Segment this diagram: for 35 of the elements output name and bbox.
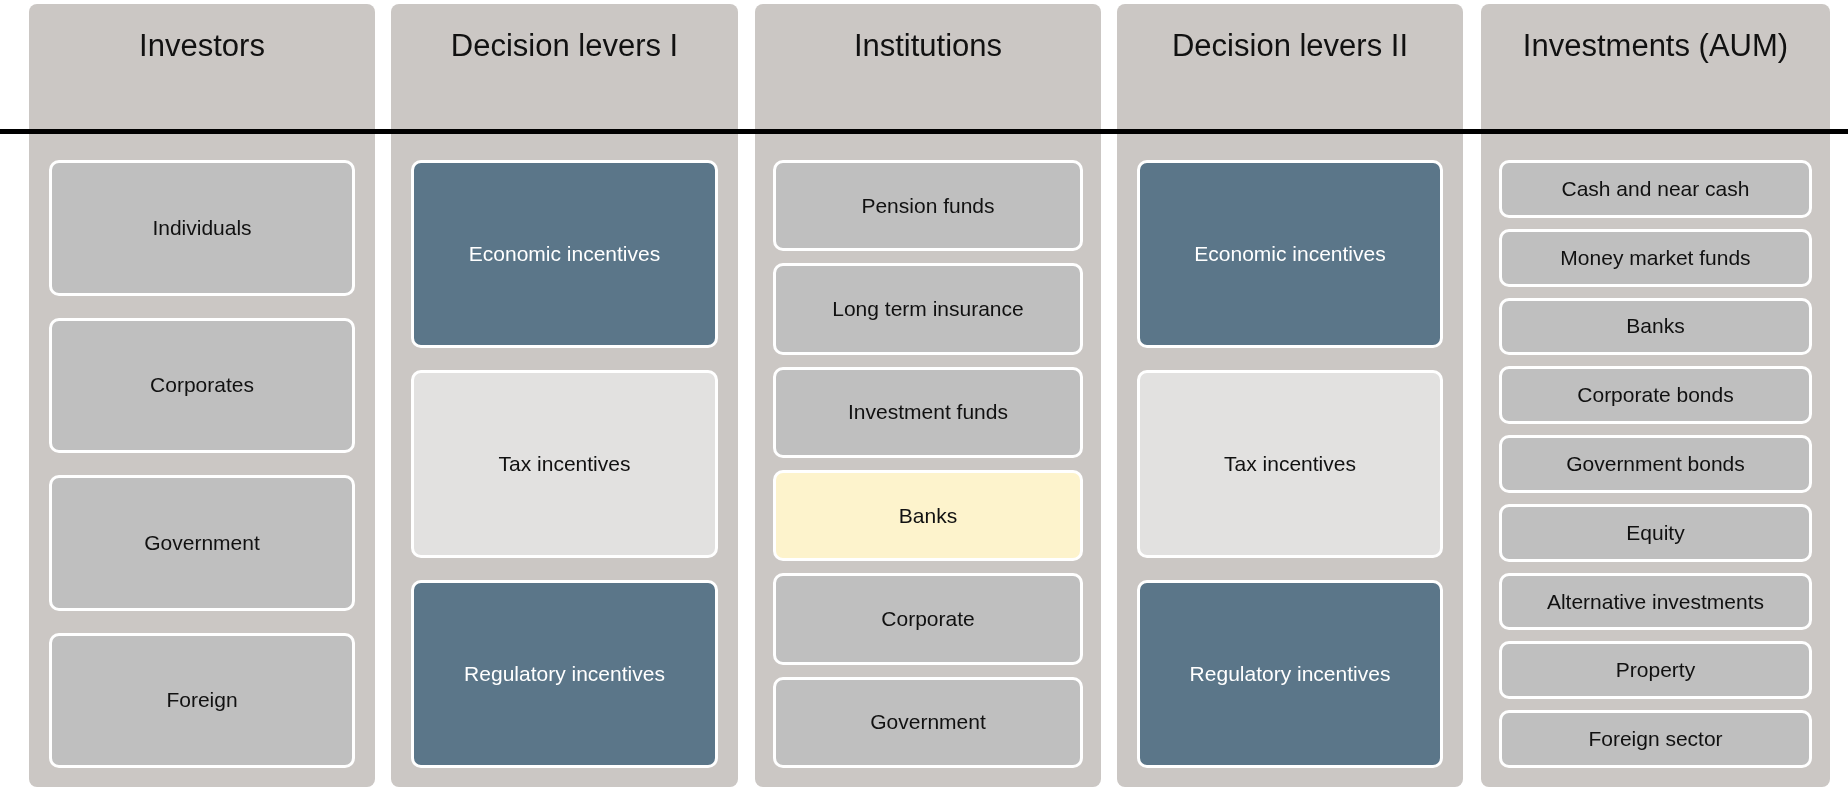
category-box: Equity bbox=[1499, 503, 1812, 562]
category-box: Pension funds bbox=[773, 160, 1083, 252]
category-box: Money market funds bbox=[1499, 228, 1812, 287]
category-box: Banks bbox=[773, 470, 1083, 562]
category-box: Tax incentives bbox=[411, 370, 718, 558]
category-box: Corporate bonds bbox=[1499, 366, 1812, 425]
category-box: Property bbox=[1499, 641, 1812, 700]
category-box: Foreign sector bbox=[1499, 710, 1812, 768]
category-box: Government bbox=[773, 676, 1083, 768]
category-box: Government bonds bbox=[1499, 435, 1812, 493]
column-header: Decision levers I bbox=[449, 27, 680, 65]
category-box: Long term insurance bbox=[773, 263, 1083, 355]
category-box: Economic incentives bbox=[1137, 160, 1443, 348]
column-header: Decision levers II bbox=[1171, 27, 1409, 65]
column-panel bbox=[755, 4, 1101, 787]
category-box: Foreign bbox=[49, 632, 355, 768]
column-header: Institutions bbox=[852, 27, 1004, 65]
category-box: Banks bbox=[1499, 297, 1812, 356]
category-box: Tax incentives bbox=[1137, 370, 1443, 558]
category-box: Corporate bbox=[773, 573, 1083, 665]
category-box: Regulatory incentives bbox=[1137, 580, 1443, 768]
column-panel bbox=[1117, 4, 1463, 787]
category-box: Government bbox=[49, 475, 355, 611]
category-box: Corporates bbox=[49, 317, 355, 453]
column-panel bbox=[391, 4, 738, 787]
column-header: Investors bbox=[138, 27, 266, 65]
category-box: Regulatory incentives bbox=[411, 580, 718, 768]
category-box: Individuals bbox=[49, 160, 355, 296]
category-box: Investment funds bbox=[773, 366, 1083, 458]
column-header: Investments (AUM) bbox=[1521, 27, 1790, 65]
column-panel bbox=[1481, 4, 1830, 787]
category-box: Cash and near cash bbox=[1499, 160, 1812, 218]
column-panel bbox=[29, 4, 375, 787]
category-box: Economic incentives bbox=[411, 160, 718, 348]
category-box: Alternative investments bbox=[1499, 572, 1812, 631]
